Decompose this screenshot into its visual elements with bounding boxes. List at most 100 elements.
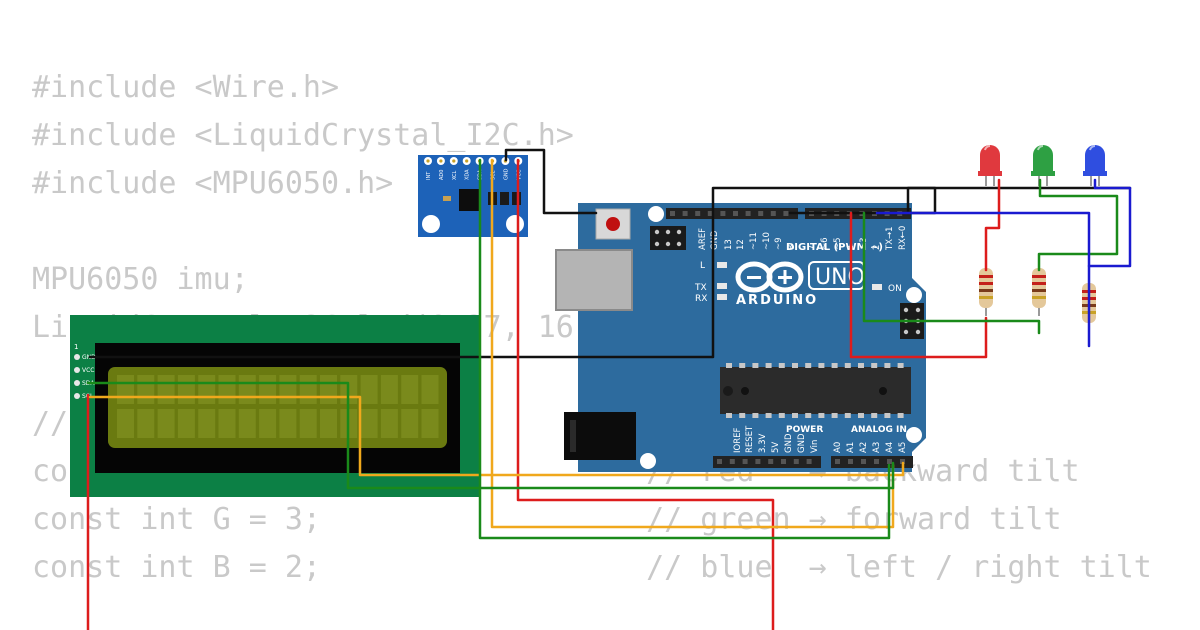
- mpu-pin-label: SCL: [491, 170, 497, 180]
- digital-pin-label: ~10: [762, 232, 772, 250]
- lcd-char-cell: [279, 409, 297, 438]
- mounting-hole: [906, 427, 922, 443]
- lcd-char-cell: [137, 375, 155, 404]
- onboard-leds: [717, 262, 882, 300]
- led-label-rx: RX: [695, 294, 707, 304]
- lcd-char-cell: [299, 375, 317, 404]
- resistor-icon: [1032, 264, 1046, 316]
- lcd-char-cell: [198, 409, 216, 438]
- digital-pin-label: 7: [807, 245, 817, 250]
- mounting-hole: [422, 215, 440, 233]
- power-pin-label: 5V: [771, 442, 781, 453]
- digital-header-label: DIGITAL (PWM ~): [786, 242, 883, 253]
- lcd-char-cell: [157, 409, 175, 438]
- mpu-pin-label: INT: [426, 171, 432, 180]
- mpu-pin-label: VCC: [516, 169, 522, 180]
- mpu-pin-label: AD0: [439, 170, 445, 180]
- lcd-char-cell: [238, 375, 256, 404]
- led-label-l: L: [700, 261, 705, 271]
- led-blue-icon: [1083, 145, 1107, 186]
- code-line: #include <LiquidCrystal_I2C.h>: [32, 118, 574, 153]
- analog-pin-label: A1: [846, 442, 856, 453]
- led-label-on: ON: [888, 284, 902, 294]
- mounting-hole: [640, 453, 656, 469]
- mounting-hole: [648, 206, 664, 222]
- led-label-tx: TX: [694, 283, 707, 293]
- digital-pin-label: 12: [736, 239, 746, 250]
- lcd-char-cell: [421, 409, 439, 438]
- code-line: const int B = 2; // blue → left / right …: [32, 550, 1152, 585]
- lcd-char-cell: [157, 375, 175, 404]
- lcd-pin-header: [74, 354, 80, 399]
- digital-pin-label: 13: [724, 239, 734, 250]
- atmega-chip: [720, 363, 911, 418]
- lcd-char-cell: [177, 409, 195, 438]
- wire-red: [849, 211, 988, 359]
- wire-red: [984, 178, 1001, 272]
- lcd-pin-label: VCC: [82, 367, 94, 374]
- power-pin-label: 3.3V: [758, 433, 768, 453]
- lcd-char-cell: [421, 375, 439, 404]
- lcd-char-cell: [380, 375, 398, 404]
- code-line: #include <Wire.h>: [32, 70, 340, 105]
- arduino-model-label: UNO: [815, 265, 865, 290]
- power-header: [713, 456, 821, 468]
- lcd-module[interactable]: 1 GND VCC SDA SCL: [70, 315, 480, 497]
- lcd-char-cell: [117, 375, 134, 404]
- digital-header-left: [666, 208, 798, 219]
- analog-pin-label: A0: [833, 442, 843, 453]
- lcd-char-cell: [259, 375, 277, 404]
- power-pin-label: RESET: [745, 425, 755, 453]
- wire-orange: [88, 395, 905, 477]
- lcd-char-cell: [259, 409, 277, 438]
- analog-pin-label: A4: [885, 442, 895, 453]
- lcd-char-cell: [380, 409, 398, 438]
- analog-pin-label: A5: [898, 442, 908, 453]
- lcd-char-cell: [360, 375, 378, 404]
- power-pin-label: GND: [784, 433, 794, 453]
- mpu-pin-label: XDA: [465, 169, 471, 180]
- lcd-char-cell: [117, 409, 134, 438]
- wire-green: [862, 211, 1041, 335]
- mpu-sensor-chip: [459, 189, 481, 211]
- mounting-hole: [906, 287, 922, 303]
- led-green-icon: [1031, 145, 1055, 186]
- resistor-icon: [979, 264, 993, 316]
- wire-black: [906, 186, 1132, 215]
- lcd-char-cell: [299, 409, 317, 438]
- lcd-pin-number: 1: [74, 343, 78, 351]
- usb-port: [555, 249, 633, 311]
- wires: [86, 148, 1132, 630]
- power-pin-label: IOREF: [733, 428, 743, 453]
- wire-blue: [875, 211, 1091, 348]
- digital-pin-label: AREF: [698, 228, 708, 250]
- power-header-label: POWER: [786, 425, 823, 435]
- wire-black: [504, 148, 598, 215]
- lcd-char-cell: [360, 409, 378, 438]
- arduino-infinity-logo-icon: [735, 261, 804, 293]
- mpu-pin-label: XCL: [452, 170, 458, 180]
- lcd-char-cell: [218, 409, 236, 438]
- code-line: const int G = 3; // green → forward tilt: [32, 502, 1062, 537]
- analog-header-label: ANALOG IN: [851, 425, 907, 435]
- analog-pin-label: A3: [872, 442, 882, 453]
- power-pin-label: GND: [797, 433, 807, 453]
- digital-pin-label: TX→1: [885, 226, 895, 251]
- code-line: #include <MPU6050.h>: [32, 166, 394, 201]
- lcd-char-cell: [177, 375, 195, 404]
- lcd-char-cell: [320, 375, 337, 404]
- digital-pin-label: ~6: [820, 237, 830, 250]
- lcd-char-cell: [279, 375, 297, 404]
- lcd-char-cell: [238, 409, 256, 438]
- lcd-char-cell: [401, 375, 419, 404]
- mounting-hole: [506, 215, 524, 233]
- wire-green: [86, 381, 895, 490]
- digital-pin-label: ~5: [833, 237, 843, 250]
- digital-pin-label: ~9: [774, 237, 784, 250]
- digital-pin-label: GND: [710, 230, 720, 250]
- digital-pin-label: RX←0: [898, 226, 908, 250]
- wire-red: [516, 158, 775, 630]
